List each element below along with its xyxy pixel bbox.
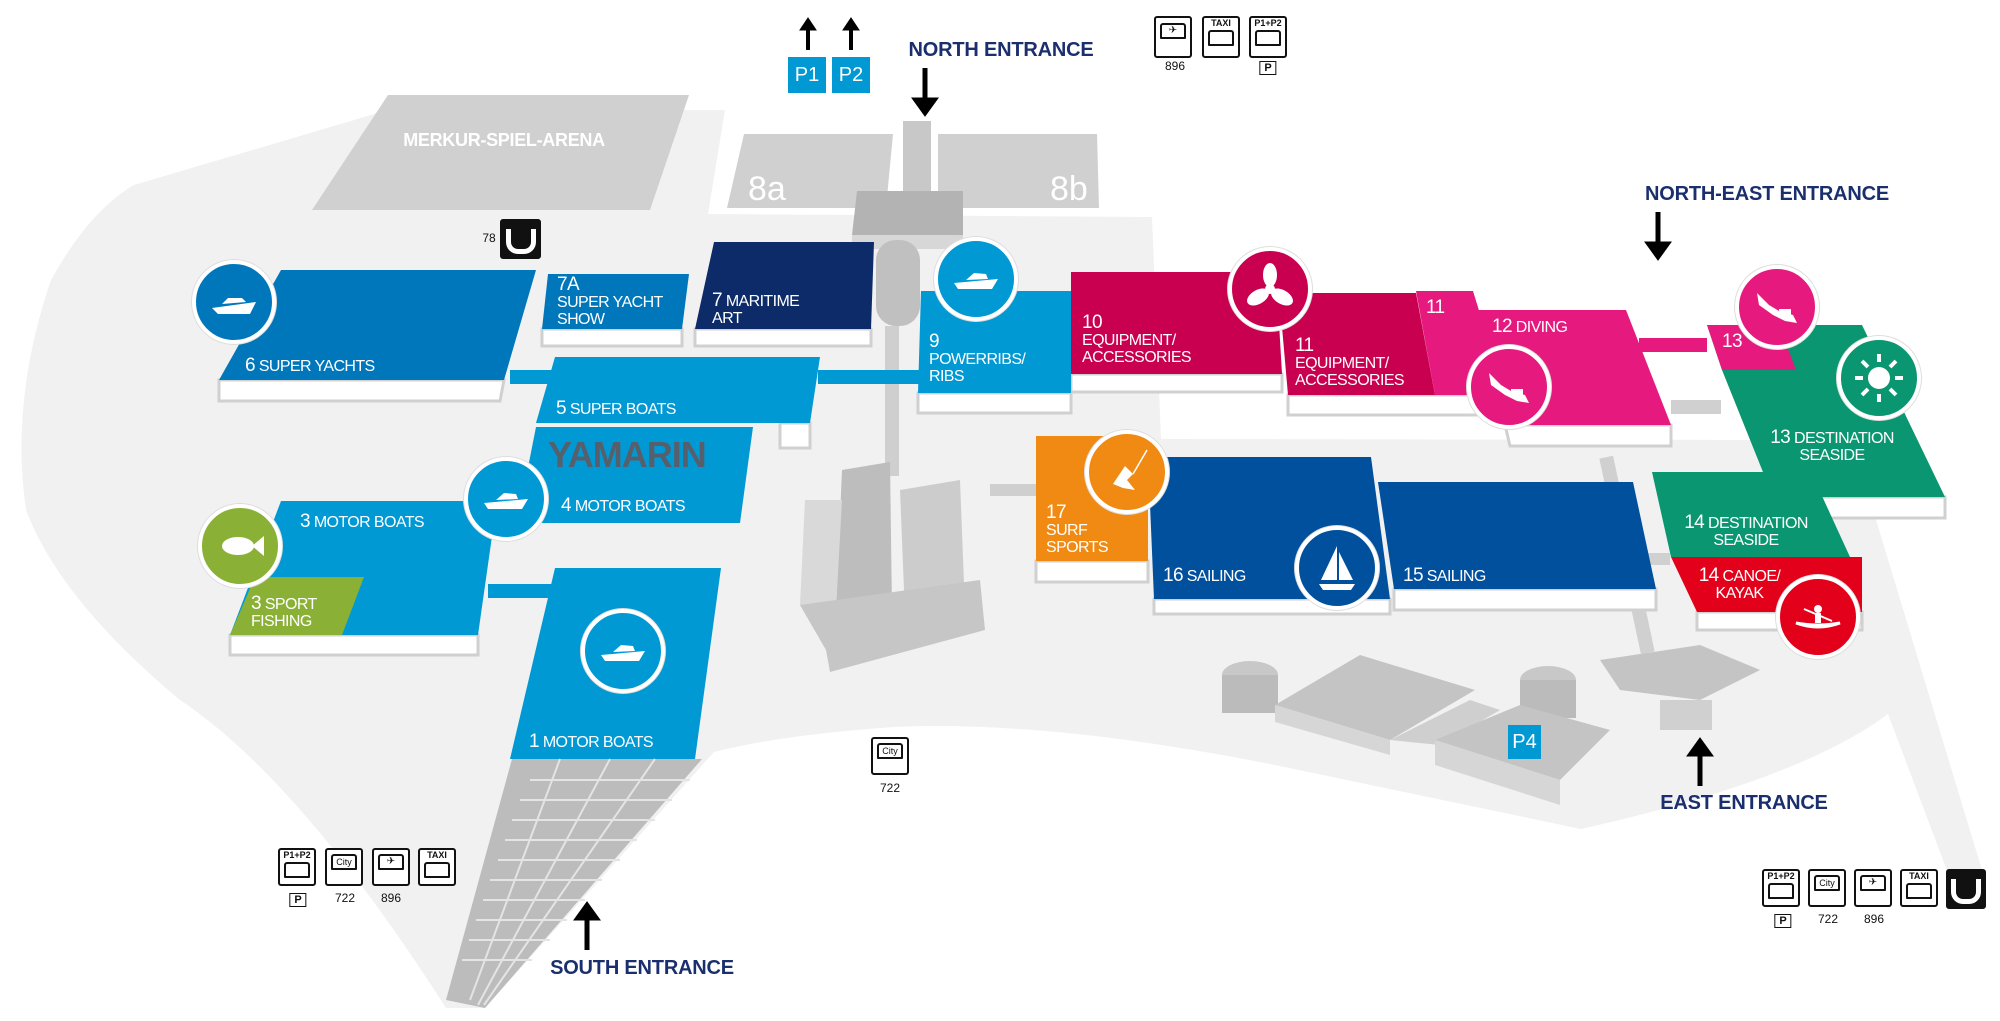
towers: [800, 462, 1036, 672]
parking-p2[interactable]: P2: [832, 57, 870, 93]
hall-5-label: 5 SUPER BOATS: [556, 398, 676, 419]
connector-6-5: [510, 370, 560, 384]
diver-icon[interactable]: [1735, 265, 1819, 349]
entrance-building: [852, 191, 963, 235]
parking-p4[interactable]: P4: [1508, 725, 1541, 759]
hall-13-diving-label: 13: [1722, 331, 1743, 352]
city-bus-number: 722: [334, 891, 356, 905]
parking-p1[interactable]: P1: [788, 57, 826, 93]
connector-12-13: [1639, 338, 1707, 352]
propeller-icon[interactable]: [1228, 247, 1312, 331]
sun-icon[interactable]: [1837, 336, 1921, 420]
hall-7a[interactable]: [542, 274, 689, 329]
hall-4-label: 4 MOTOR BOATS: [561, 495, 686, 516]
airport-bus-icon: ✈: [1154, 16, 1192, 58]
speedboat-icon[interactable]: [934, 237, 1018, 321]
north-entrance-label: NORTH ENTRANCE: [908, 39, 1094, 61]
parking-tag: P: [1774, 914, 1792, 928]
north-east-entrance-label: NORTH-EAST ENTRANCE: [1645, 183, 1889, 205]
connector-5-9: [818, 370, 920, 384]
hall-14-destination[interactable]: [1652, 472, 1850, 557]
hall-14-canoe-label: 14 CANOE/ KAYAK: [1698, 565, 1781, 602]
airport-bus-number: 896: [1863, 912, 1885, 926]
connector-3-1: [488, 584, 558, 598]
hall-8a: [727, 134, 893, 208]
merkur-spiel-arena: [312, 95, 689, 210]
fish-icon[interactable]: [198, 504, 282, 588]
taxi-icon: TAXI: [1202, 16, 1240, 58]
yamarin-logo: YAMARIN: [548, 434, 707, 475]
shuttle-bus-icon: P1+P2: [278, 848, 316, 886]
hall-7a-label: 7aSUPER YACHT SHOW: [557, 274, 663, 328]
city-bus-icon: City: [1808, 869, 1846, 907]
motorboat-icon[interactable]: [464, 457, 548, 541]
taxi-icon: TAXI: [418, 848, 456, 886]
airport-bus-number: 896: [1164, 59, 1186, 73]
hall-7[interactable]: [695, 242, 874, 329]
parking-tag: P: [1259, 61, 1277, 75]
city-bus-icon: City: [325, 848, 363, 886]
hall-14-destination-label: 14 DESTINATION SEASIDE: [1684, 512, 1808, 549]
hall-4[interactable]: [517, 427, 753, 523]
hall-3-label: 3 MOTOR BOATS: [300, 511, 425, 532]
arena-label: MERKUR-SPIEL-ARENA: [403, 130, 605, 150]
shuttle-bus-icon: P1+P2: [1762, 869, 1800, 907]
hall-3-sport-fishing[interactable]: [230, 577, 364, 635]
hall-3-sport-fishing-label: 3 SPORT FISHING: [251, 593, 317, 630]
airport-bus-icon: ✈: [372, 848, 410, 886]
diver-icon[interactable]: [1467, 345, 1551, 429]
south-grid-walkway: [446, 758, 702, 1008]
kitesurf-icon[interactable]: [1085, 430, 1169, 514]
tunnel: [876, 240, 920, 326]
sailboat-icon[interactable]: [1295, 526, 1379, 610]
hall-13-destination-label: 13 DESTINATION SEASIDE: [1770, 427, 1894, 464]
east-entrance-label: EAST ENTRANCE: [1660, 792, 1828, 814]
city-bus-icon: City: [871, 737, 909, 775]
hall-5[interactable]: [536, 357, 820, 423]
shuttle-bus-icon: P1+P2: [1249, 16, 1287, 58]
kayak-icon[interactable]: [1776, 575, 1860, 659]
hall-6[interactable]: [219, 270, 536, 380]
parking-tag: P: [289, 893, 307, 907]
hall-16-label: 16 SAILING: [1163, 565, 1246, 586]
hall-1-label: 1 MOTOR BOATS: [529, 731, 654, 752]
motorboat-icon[interactable]: [581, 609, 665, 693]
hall-15[interactable]: [1378, 482, 1656, 589]
tram-icon: [1946, 869, 1986, 909]
hall-15-label: 15 SAILING: [1403, 565, 1486, 586]
walkway-central: [885, 326, 899, 476]
north-walkway: [903, 121, 931, 201]
taxi-icon: TAXI: [1900, 869, 1938, 907]
hall-8b-label: 8b: [1050, 170, 1088, 208]
city-bus-number: 722: [1817, 912, 1839, 926]
city-bus-number: 722: [879, 781, 901, 795]
airport-bus-number: 896: [380, 891, 402, 905]
hall-11[interactable]: [1279, 293, 1435, 395]
hall-7-label: 7 MARITIME ART: [712, 290, 800, 327]
hall-8a-label: 8a: [748, 170, 786, 208]
airport-bus-icon: ✈: [1854, 869, 1892, 907]
yacht-icon[interactable]: [192, 260, 276, 344]
south-entrance-label: SOUTH ENTRANCE: [550, 957, 734, 979]
tram-icon: [500, 219, 541, 259]
hall-6-label: 6 SUPER YACHTS: [245, 355, 375, 376]
hall-12-label: 12 DIVING: [1492, 316, 1568, 337]
tram-line-number: 78: [482, 231, 496, 245]
hall-11-annex-label: 11: [1426, 297, 1445, 318]
hall-8b: [938, 134, 1099, 208]
